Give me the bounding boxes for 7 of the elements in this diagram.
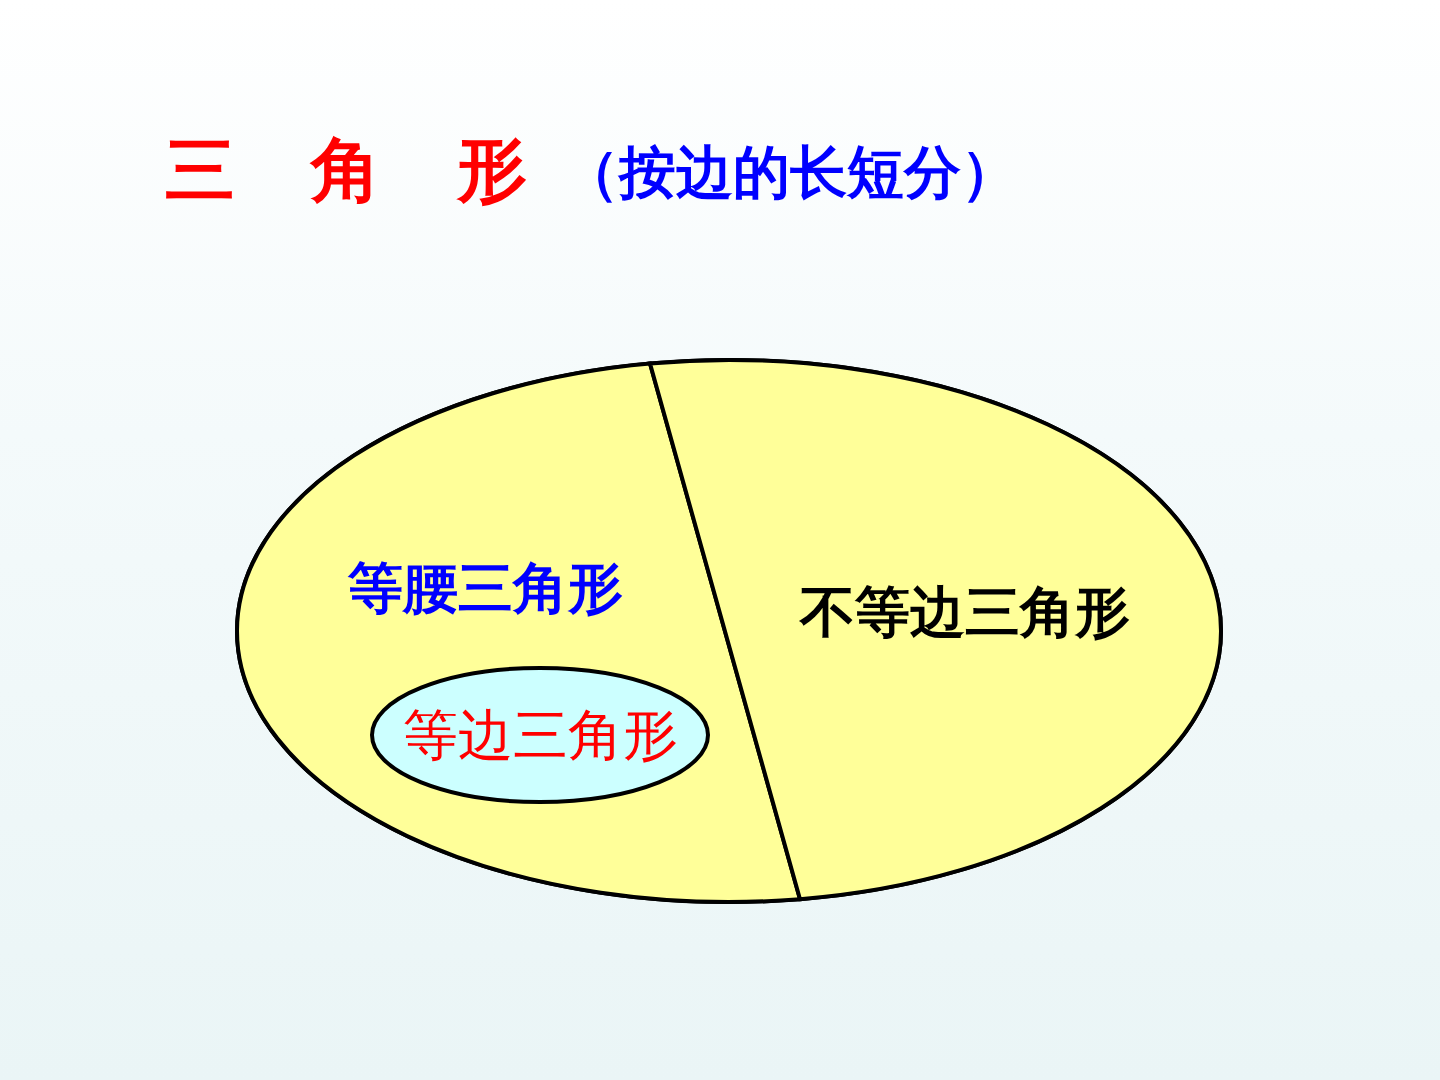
title: 三 角 形 <box>165 128 530 212</box>
region-label: 等腰三角形 <box>348 555 623 621</box>
region-label: 不等边三角形 <box>800 579 1130 645</box>
ellipse-label: 等边三角形 <box>402 702 678 768</box>
outer-ellipse <box>233 356 1225 906</box>
subtitle: （按边的长短分） <box>562 138 1018 207</box>
inner-ellipse <box>368 664 712 806</box>
